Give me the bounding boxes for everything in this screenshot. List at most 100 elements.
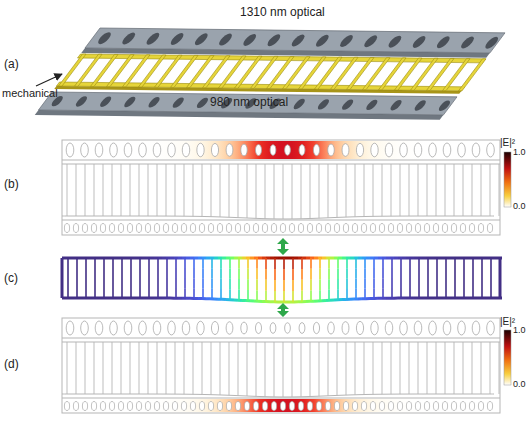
mode-rung (328, 258, 330, 269)
beam-edge (62, 398, 500, 399)
optical-field (63, 399, 499, 412)
crystal-hole (414, 143, 422, 157)
slab-hole (291, 99, 307, 109)
crystal-hole (81, 143, 89, 157)
ladder-rung (283, 164, 284, 219)
mode-rung (148, 268, 150, 278)
mode-rail (294, 257, 298, 260)
ladder-rung (175, 342, 176, 394)
mode-rung (139, 268, 141, 278)
ladder-rung (121, 164, 122, 216)
mode-rung (310, 269, 312, 280)
crystal-hole (255, 144, 261, 155)
ladder-rung (184, 342, 185, 394)
mode-rung (211, 278, 213, 288)
mode-rung (454, 268, 456, 278)
slab-hole (362, 35, 380, 47)
crystal-hole (73, 402, 78, 411)
ladder-rung (67, 164, 68, 216)
slab-hole (192, 33, 210, 45)
mode-rail (322, 257, 326, 260)
crystal-hole (154, 224, 159, 233)
ladder-rung (265, 342, 266, 397)
ladder-rung (459, 59, 487, 91)
ladder-rung (400, 164, 401, 216)
mode-rung (463, 288, 465, 298)
mode-rung (292, 280, 294, 291)
mode-rung (310, 280, 312, 291)
mode-rail (78, 257, 82, 260)
crystal-hole (181, 224, 186, 233)
mode-rail (270, 257, 274, 260)
ladder-rung (166, 342, 167, 394)
mode-rung (121, 258, 123, 268)
mode-rung (436, 268, 438, 278)
mode-rung (157, 278, 159, 288)
mode-rail (178, 257, 182, 260)
mode-rung (220, 279, 222, 289)
ladder-rung (373, 342, 374, 394)
mode-rail (438, 297, 442, 300)
mode-rung (454, 288, 456, 298)
ladder-rung (103, 342, 104, 394)
mode-rung (301, 258, 303, 269)
ladder-rung (238, 164, 239, 218)
mode-rung (355, 268, 357, 278)
mode-end (499, 258, 502, 298)
ladder-rail (62, 394, 494, 397)
crystal-hole (181, 402, 186, 411)
mode-rung (157, 268, 159, 278)
mode-rung (310, 258, 312, 269)
ladder-rung (427, 164, 428, 216)
crystal-hole (110, 143, 118, 157)
crystal-hole (313, 144, 319, 155)
mode-rung (184, 258, 186, 268)
crystal-hole (145, 224, 150, 233)
crystal-hole (226, 322, 233, 335)
mode-rung (148, 258, 150, 268)
mode-rung (418, 288, 420, 298)
mode-rail (106, 257, 110, 260)
mode-rung (346, 258, 348, 268)
mode-rung (391, 268, 393, 278)
mode-rung (175, 278, 177, 288)
mode-rail (186, 297, 190, 300)
mode-rung (130, 288, 132, 298)
colorbar-title: |E|² (500, 316, 515, 327)
mode-rung (472, 278, 474, 288)
mode-rung (85, 288, 87, 298)
mode-rail (134, 297, 138, 300)
mode-rail (306, 300, 310, 303)
mode-rail (214, 297, 218, 300)
mode-rung (445, 268, 447, 278)
device-3d-view (35, 28, 506, 120)
crystal-hole (127, 224, 132, 233)
mode-rung (166, 288, 168, 298)
mode-rung (238, 279, 240, 290)
mode-rung (238, 269, 240, 280)
crystal-hole (255, 322, 261, 333)
mode-rung (427, 258, 429, 268)
ladder-rung (193, 164, 194, 216)
mode-rung (283, 258, 285, 269)
crystal-hole (190, 224, 195, 233)
crystal-hole (124, 143, 132, 157)
slab-hole (144, 33, 162, 45)
mode-rail (150, 257, 154, 260)
ladder-rung (409, 342, 410, 394)
mode-rung (256, 269, 258, 280)
crystal-hole (163, 224, 168, 233)
crystal-hole (361, 224, 366, 233)
slab-hole (388, 100, 404, 110)
mode-rung (328, 290, 330, 301)
slab-hole (459, 36, 477, 48)
mode-rail (242, 299, 246, 302)
mode-rung (256, 258, 258, 269)
mode-rail (494, 297, 498, 300)
mode-rail (150, 297, 154, 300)
crystal-hole (95, 143, 103, 157)
part-label: mechanical (2, 87, 58, 99)
mode-rung (229, 268, 231, 278)
ladder-rail (62, 164, 500, 165)
mode-rung (85, 258, 87, 268)
